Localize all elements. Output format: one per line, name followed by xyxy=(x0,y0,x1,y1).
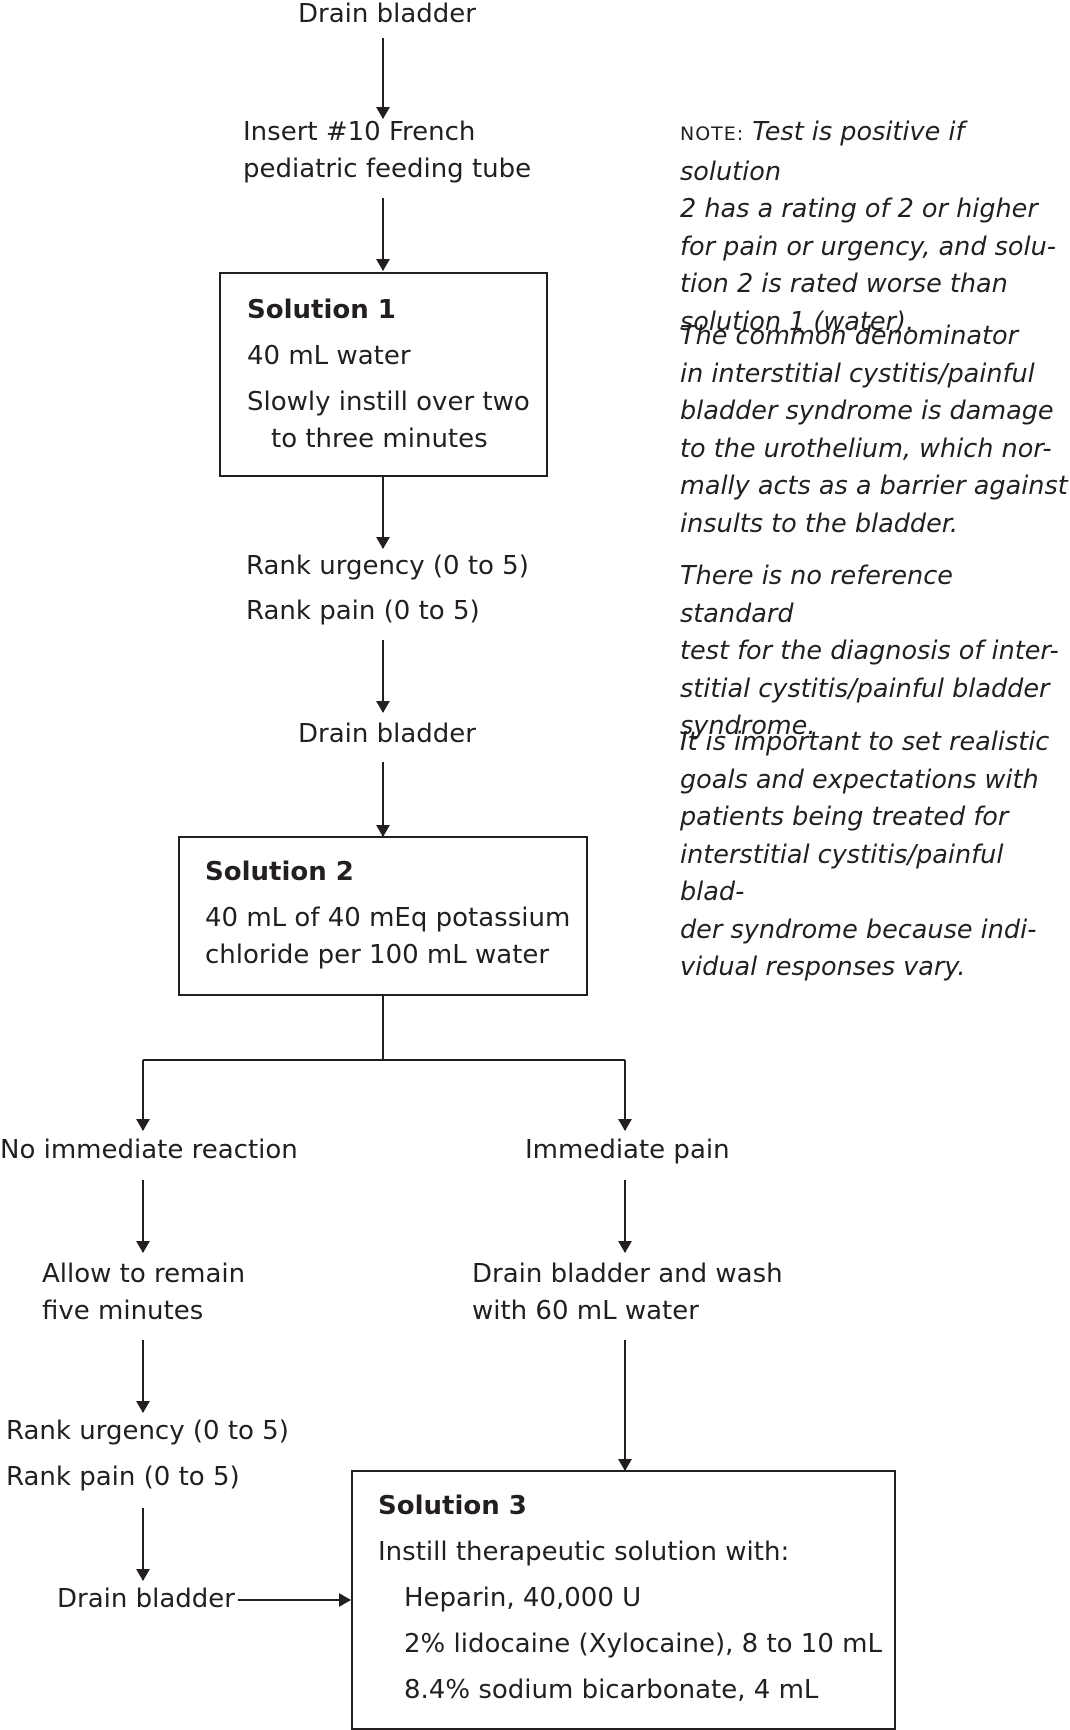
solution2-line2: chloride per 100 mL water xyxy=(205,940,550,970)
note4-line: It is important to set realistic xyxy=(680,727,1050,757)
note4-line: vidual responses vary. xyxy=(680,952,966,982)
branch-immediate-pain: Immediate pain xyxy=(525,1135,730,1165)
note3-line: There is no reference standard xyxy=(680,561,953,629)
solution1-box: Solution 1 40 mL water Slowly instill ov… xyxy=(219,272,548,477)
note4-line: der syndrome because indi- xyxy=(680,914,1037,945)
step-drain-bladder: Drain bladder xyxy=(298,0,476,29)
step-allow-remain-line1: Allow to remain xyxy=(42,1259,246,1289)
solution3-item-bicarbonate: 8.4% sodium bicarbonate, 4 mL xyxy=(404,1675,819,1705)
step-drain-wash-line2: with 60 mL water xyxy=(472,1296,699,1326)
note3-line: test for the diagnosis of inter- xyxy=(680,636,1059,666)
solution3-box: Solution 3 Instill therapeutic solution … xyxy=(351,1470,896,1730)
note2-line: to the urothelium, which nor- xyxy=(680,433,1052,464)
step-drain-bladder-2: Drain bladder xyxy=(298,719,476,749)
note-common-denominator: The common denominator in interstitial c… xyxy=(680,318,1070,543)
step-rank-urgency-1: Rank urgency (0 to 5) xyxy=(246,551,529,581)
step-drain-bladder-left: Drain bladder xyxy=(57,1584,235,1614)
solution2-box: Solution 2 40 mL of 40 mEq potassium chl… xyxy=(178,836,588,996)
note1-line: tion 2 is rated worse than xyxy=(680,269,1008,299)
note2-line: mally acts as a barrier against xyxy=(680,471,1068,501)
solution3-intro: Instill therapeutic solution with: xyxy=(378,1537,790,1567)
branch-no-immediate-reaction: No immediate reaction xyxy=(0,1135,298,1165)
note-label: NOTE: xyxy=(680,123,745,145)
note-no-reference-standard: There is no reference standard test for … xyxy=(680,558,1070,746)
note3-line: stitial cystitis/painful bladder xyxy=(680,673,1050,704)
note-test-positive: NOTE: Test is positive if solution 2 has… xyxy=(680,114,1070,341)
note-realistic-goals: It is important to set realistic goals a… xyxy=(680,724,1070,987)
solution3-title: Solution 3 xyxy=(378,1491,527,1521)
step-insert-tube-line1: Insert #10 French xyxy=(243,117,476,147)
step-drain-wash-line1: Drain bladder and wash xyxy=(472,1259,783,1289)
note1-line: 2 has a rating of 2 or higher xyxy=(680,194,1038,224)
note1-line: solution 1 (water). xyxy=(680,306,915,337)
solution1-instruction-line1: Slowly instill over two xyxy=(247,387,530,417)
note1-line: Test is positive if solution xyxy=(680,117,965,187)
step-rank-pain-2: Rank pain (0 to 5) xyxy=(6,1462,240,1492)
note2-line: bladder syndrome is damage xyxy=(680,396,1054,426)
step-rank-pain-1: Rank pain (0 to 5) xyxy=(246,596,480,626)
step-allow-remain-line2: five minutes xyxy=(42,1296,204,1326)
solution1-instruction-line2: to three minutes xyxy=(271,424,488,454)
solution2-title: Solution 2 xyxy=(205,857,354,887)
solution2-line1: 40 mL of 40 mEq potassium xyxy=(205,903,571,933)
solution1-volume: 40 mL water xyxy=(247,341,411,371)
note2-line: insults to the bladder. xyxy=(680,508,959,539)
solution3-item-lidocaine: 2% lidocaine (Xylocaine), 8 to 10 mL xyxy=(404,1629,882,1659)
note4-line: goals and expectations with xyxy=(680,764,1039,795)
note2-line: in interstitial cystitis/painful xyxy=(680,358,1035,389)
note3-line: syndrome. xyxy=(680,711,816,741)
step-insert-tube-line2: pediatric feeding tube xyxy=(243,154,532,184)
note2-line: The common denominator xyxy=(680,321,1019,351)
note4-line: interstitial cystitis/painful blad- xyxy=(680,839,1004,908)
solution1-title: Solution 1 xyxy=(247,295,396,325)
solution3-item-heparin: Heparin, 40,000 U xyxy=(404,1583,642,1613)
note1-line: for pain or urgency, and solu- xyxy=(680,231,1056,262)
note4-line: patients being treated for xyxy=(680,802,1009,832)
step-rank-urgency-2: Rank urgency (0 to 5) xyxy=(6,1416,289,1446)
